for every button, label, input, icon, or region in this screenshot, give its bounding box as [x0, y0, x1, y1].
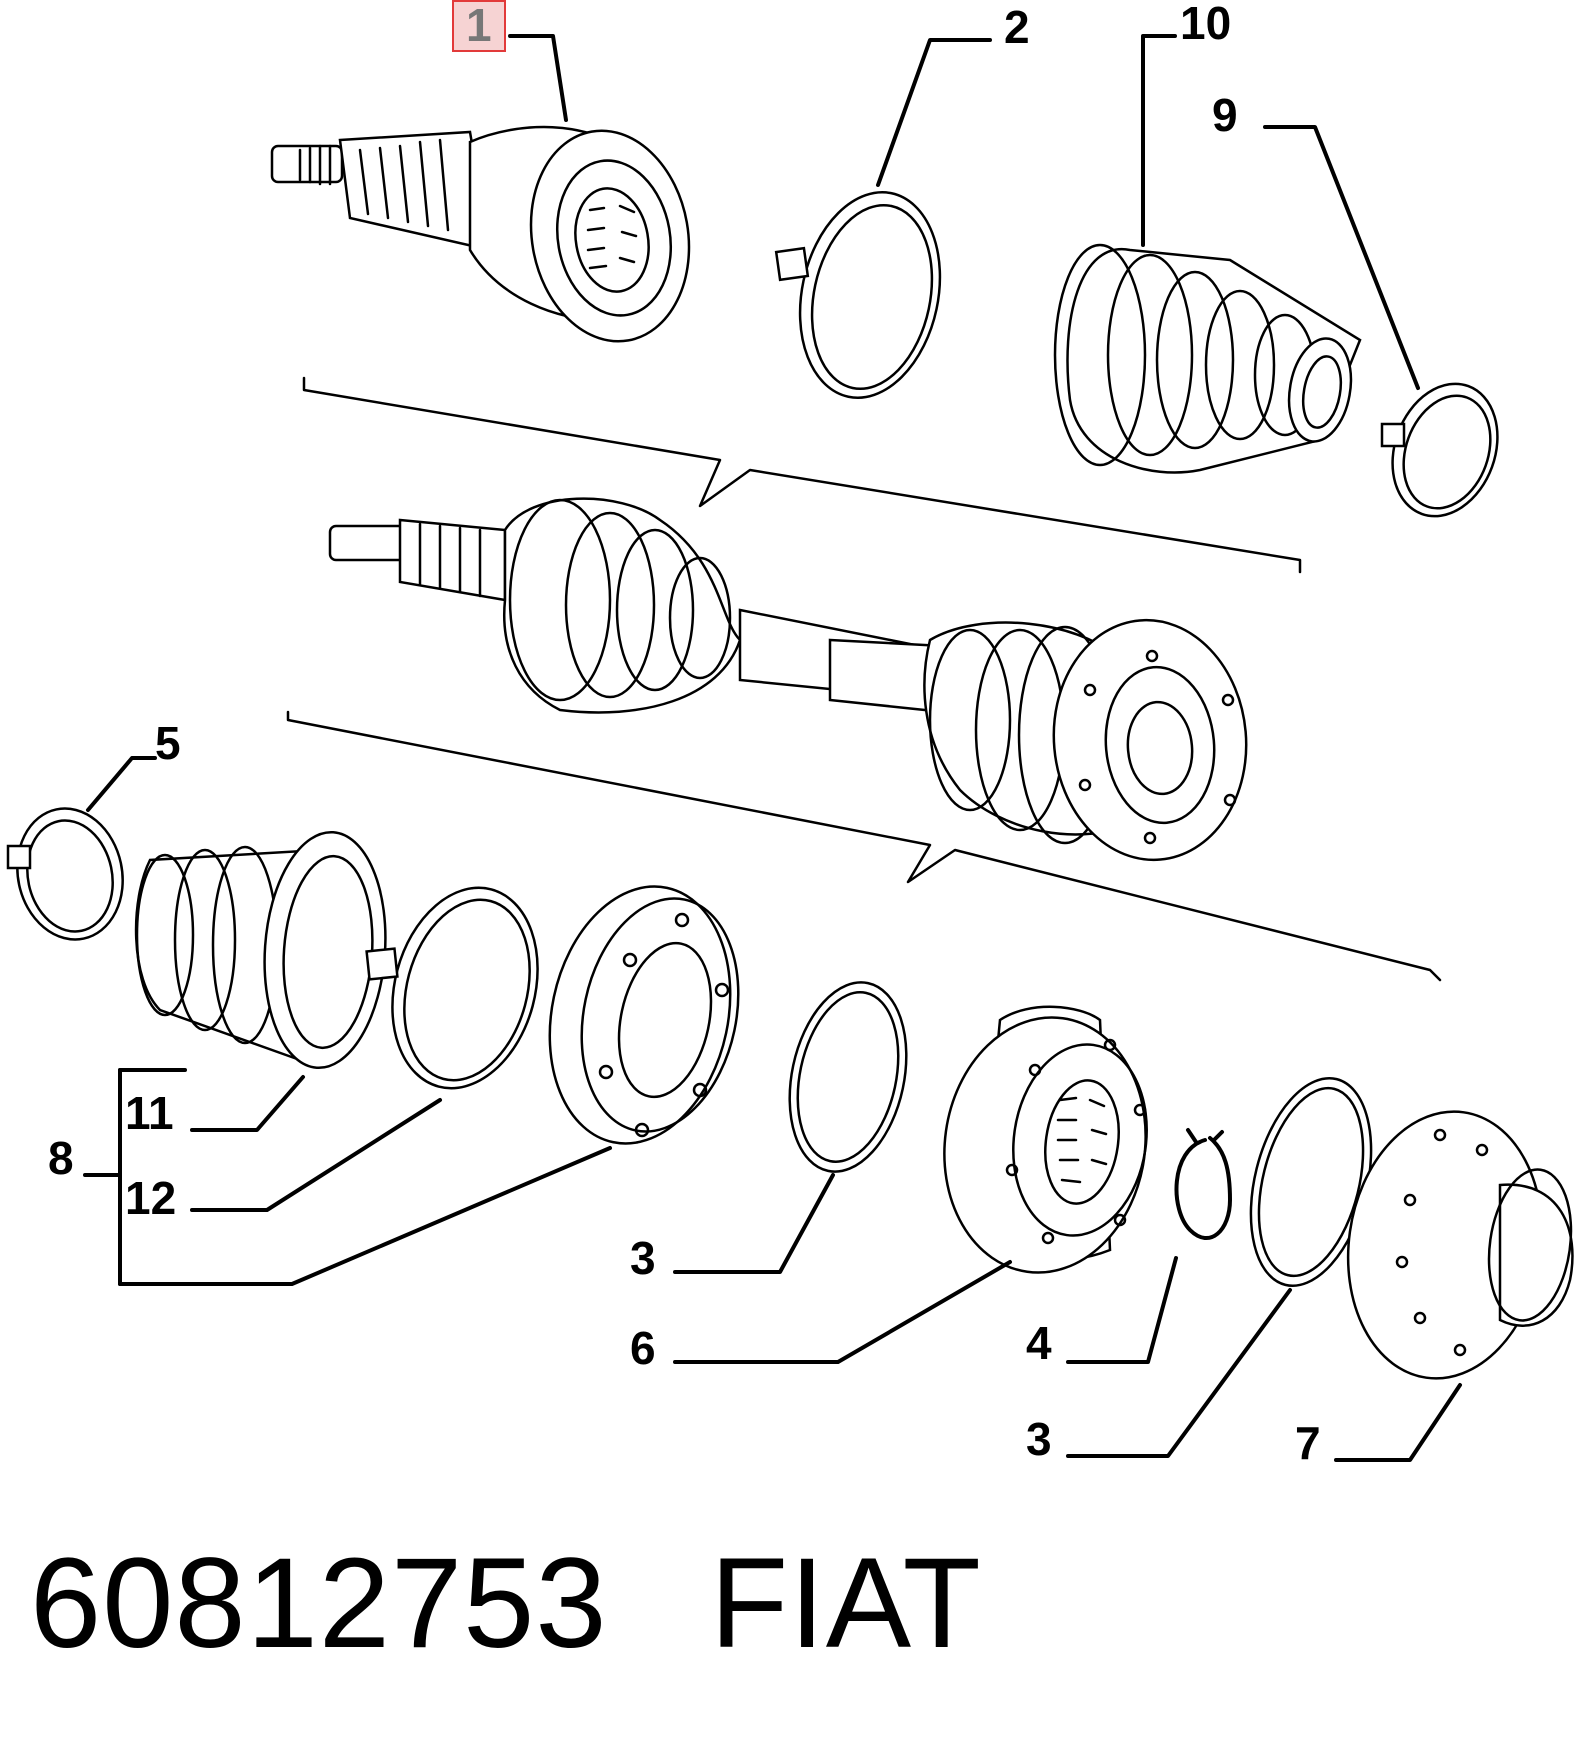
leader-lines	[83, 34, 1462, 1462]
part-7-joint-cover[interactable]	[1331, 1099, 1580, 1391]
callout-2[interactable]: 2	[1004, 1, 1030, 53]
assembled-drive-shaft[interactable]	[328, 497, 1256, 868]
callout-1-selected[interactable]: 1	[452, 0, 506, 52]
callout-12[interactable]: 12	[125, 1172, 177, 1224]
part-8-adapter-flange[interactable]	[527, 870, 759, 1161]
callout-9[interactable]: 9	[1212, 89, 1238, 141]
callout-3-lower[interactable]: 3	[1026, 1413, 1052, 1465]
part-5-small-clamp[interactable]	[5, 799, 134, 950]
part-1-outer-cv-joint[interactable]	[270, 118, 705, 354]
callout-4[interactable]: 4	[1026, 1317, 1052, 1369]
callout-5[interactable]: 5	[155, 717, 181, 769]
callout-3-upper[interactable]: 3	[630, 1232, 656, 1284]
part-number: 60812753	[30, 1532, 608, 1675]
callout-6[interactable]: 6	[630, 1322, 656, 1374]
part-11-inner-boot[interactable]	[134, 828, 393, 1072]
callout-11[interactable]: 11	[125, 1087, 174, 1139]
part-4-snap-ring[interactable]	[1174, 1128, 1232, 1240]
upper-assembly-bracket	[302, 376, 1302, 574]
callout-10[interactable]: 10	[1180, 0, 1232, 49]
callout-8[interactable]: 8	[48, 1132, 74, 1184]
part-12-clamp-ring[interactable]	[365, 871, 559, 1104]
part-2-clamp-ring[interactable]	[774, 179, 958, 411]
part-10-outer-boot[interactable]	[1053, 243, 1362, 474]
part-6-inner-cv-joint[interactable]	[928, 1004, 1162, 1285]
brand-name: FIAT	[710, 1532, 982, 1675]
part-9-small-clamp[interactable]	[1375, 369, 1515, 531]
part-3-gasket-upper[interactable]	[773, 971, 922, 1182]
callout-7[interactable]: 7	[1295, 1417, 1321, 1469]
lower-assembly-bracket	[286, 710, 1442, 982]
